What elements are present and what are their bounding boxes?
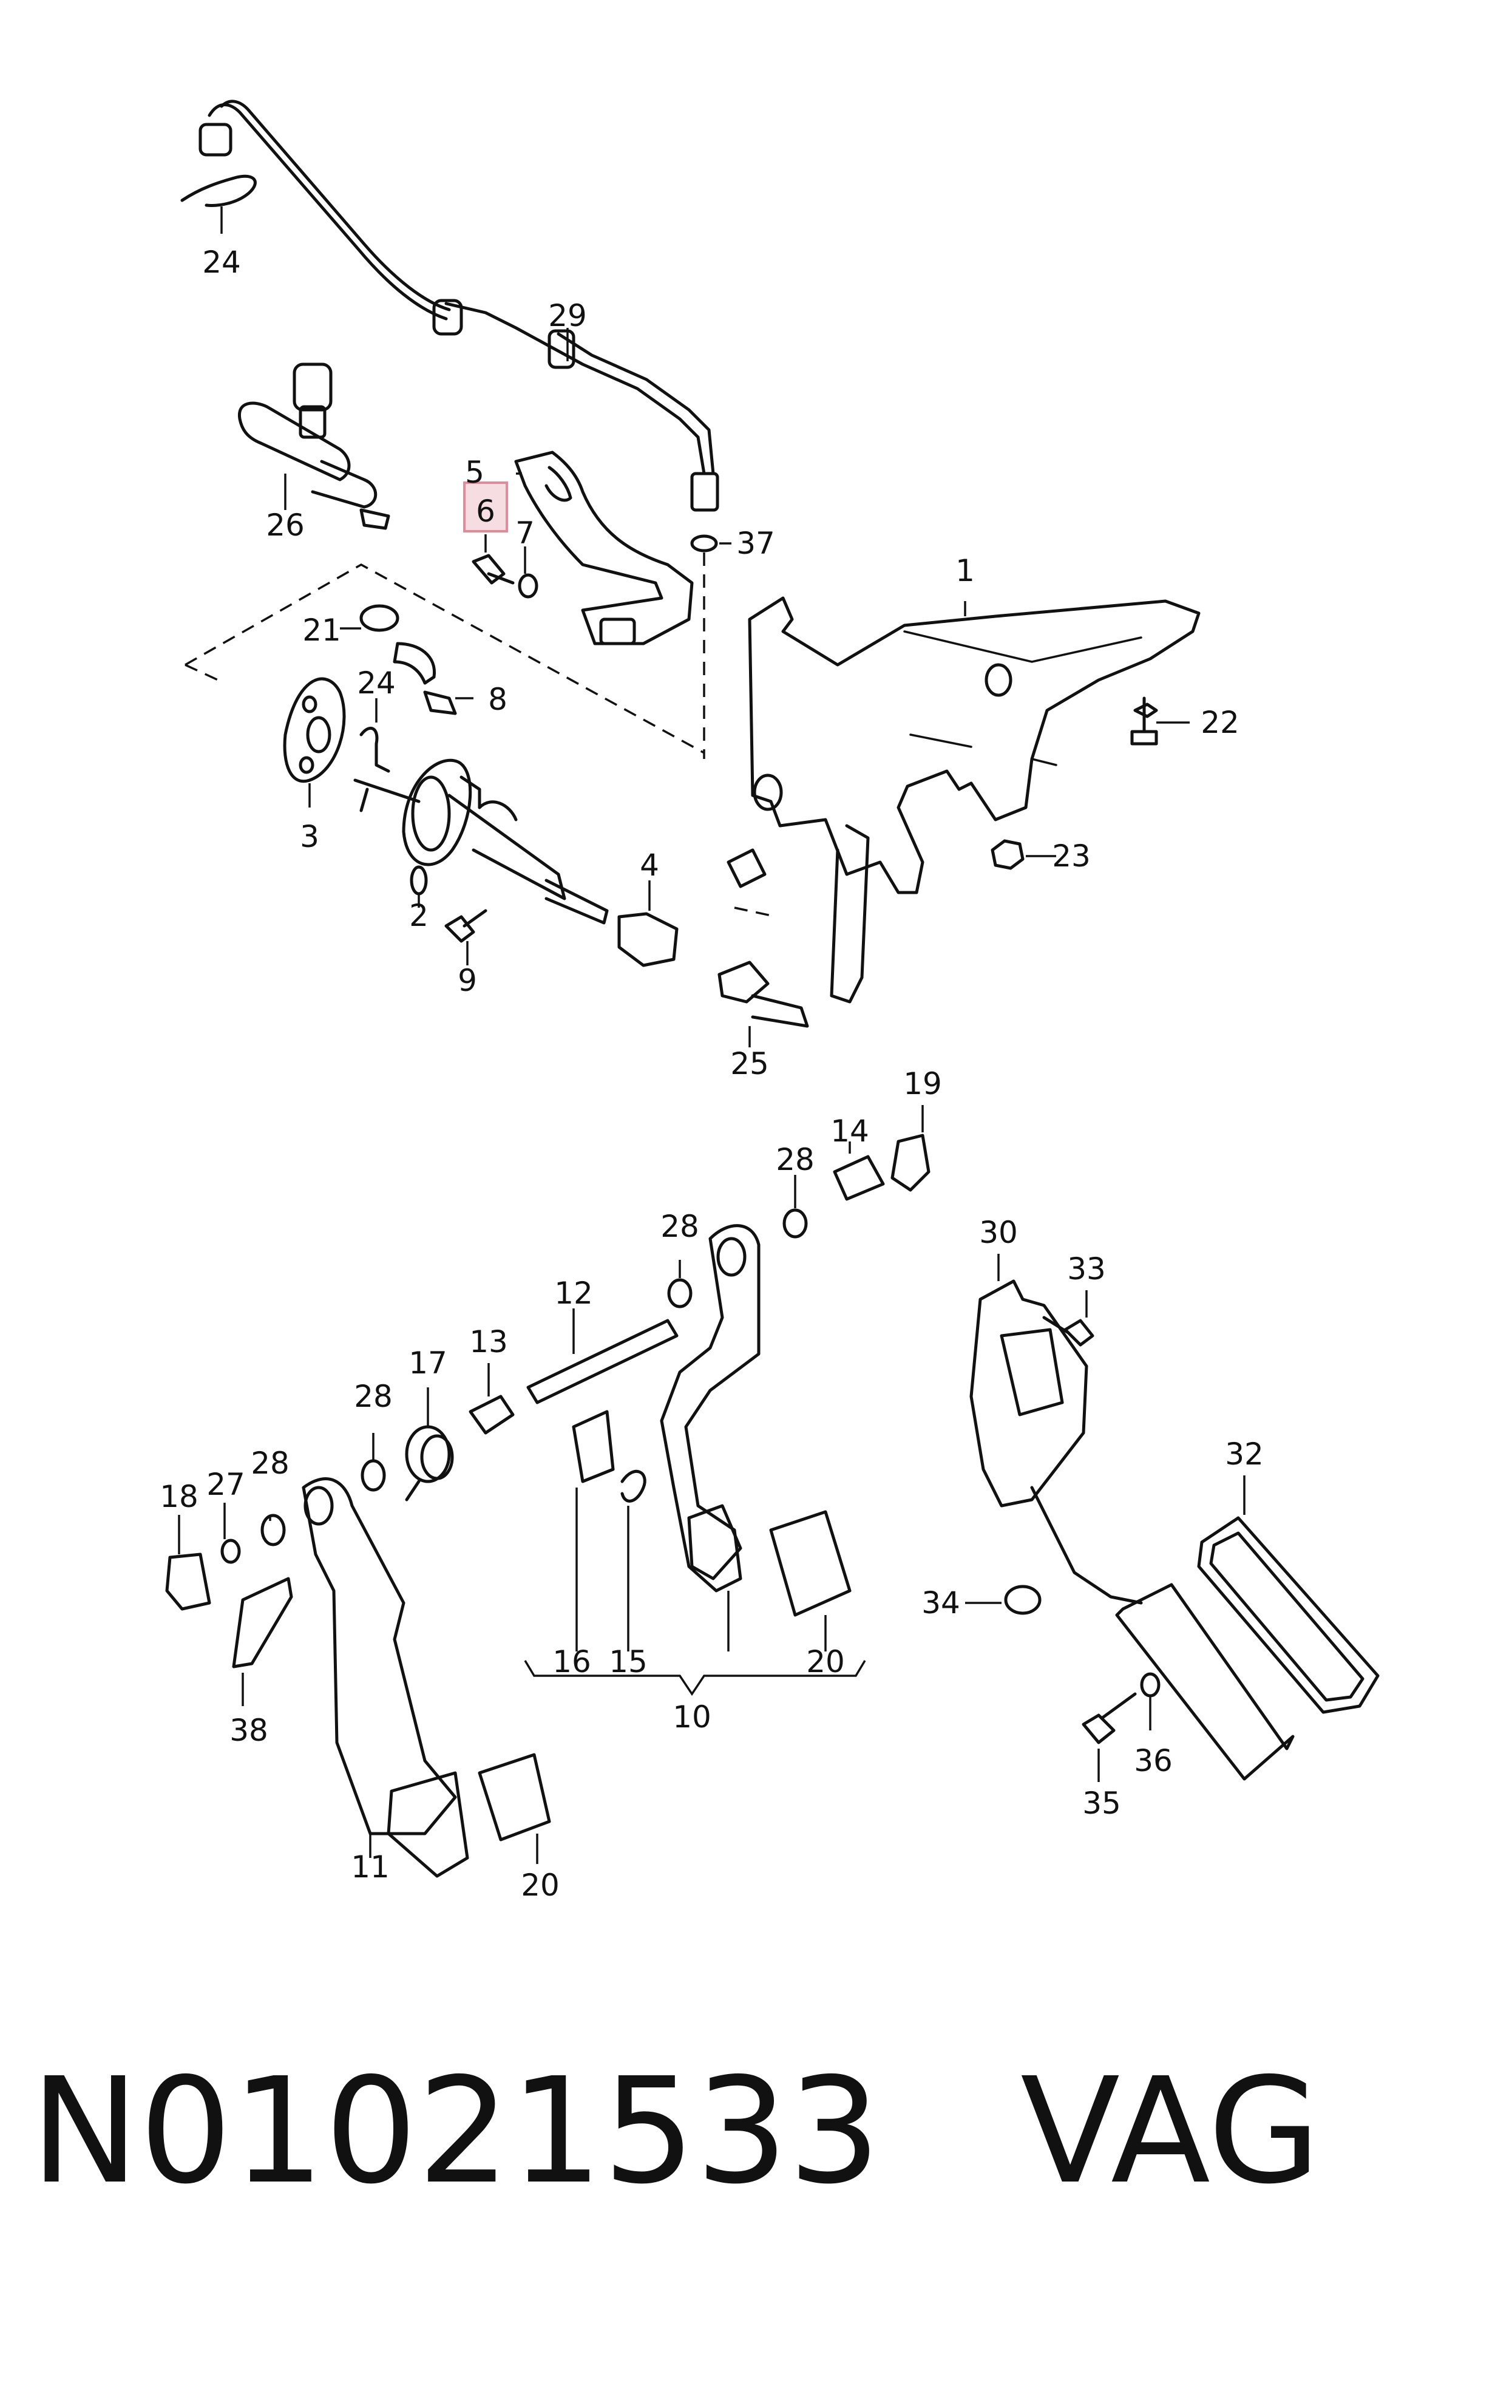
part-6-screw — [472, 534, 515, 585]
label-13: 13 — [469, 1324, 508, 1359]
label-3: 3 — [300, 819, 319, 854]
label-9: 9 — [458, 963, 477, 998]
group-outline — [185, 563, 705, 759]
part-11-clutch-pedal — [302, 1477, 469, 1878]
part-24-clip-mid — [353, 698, 421, 812]
label-30: 30 — [979, 1215, 1018, 1250]
label-28-a: 28 — [776, 1142, 815, 1177]
part-18-clip — [165, 1515, 211, 1611]
label-38: 38 — [229, 1713, 268, 1748]
part-4-clip — [617, 880, 679, 967]
part-35-bolt — [1082, 1692, 1137, 1782]
part-17-spring — [405, 1387, 454, 1502]
label-20-right: 20 — [806, 1644, 845, 1679]
part-14-bushing — [833, 1141, 885, 1201]
hydraulic-line — [198, 100, 719, 553]
part-5-bracket — [514, 451, 694, 645]
part-25-switch — [717, 961, 809, 1047]
part-20-pedal-pad-right — [769, 1510, 852, 1651]
part-23-nut — [991, 839, 1056, 870]
label-33: 33 — [1067, 1251, 1106, 1287]
label-7: 7 — [515, 515, 535, 551]
part-20-pedal-pad-left — [478, 1753, 551, 1864]
part-1-pedal-bracket — [727, 596, 1201, 1004]
part-21-clamp — [340, 604, 399, 632]
part-32-accelerator-pad — [1115, 1475, 1380, 1781]
part-27-ring — [220, 1503, 241, 1564]
label-26: 26 — [266, 508, 305, 543]
label-23: 23 — [1052, 838, 1091, 874]
label-22: 22 — [1201, 705, 1239, 740]
label-1: 1 — [955, 553, 975, 588]
label-29: 29 — [548, 298, 587, 333]
label-28-d: 28 — [251, 1446, 290, 1481]
footer-caption: N01021533 VAG — [30, 2046, 1487, 2228]
label-32: 32 — [1225, 1437, 1264, 1472]
part-36-washer — [1140, 1672, 1161, 1730]
label-17: 17 — [409, 1345, 447, 1381]
part-22-bolt — [1130, 696, 1190, 746]
label-4: 4 — [640, 848, 659, 883]
part-12-shaft — [526, 1308, 679, 1404]
label-25: 25 — [730, 1046, 769, 1081]
part-19-clip — [890, 1105, 931, 1192]
label-18: 18 — [160, 1479, 198, 1514]
part-38-spring — [232, 1577, 293, 1706]
part-3-gasket — [283, 677, 346, 808]
brand-name: VAG — [1020, 2046, 1321, 2216]
label-14: 14 — [830, 1114, 869, 1149]
part-26-t-fitting — [238, 362, 390, 530]
part-7-washer — [518, 546, 538, 599]
part-10-brake-pedal — [660, 1224, 761, 1651]
label-28-c: 28 — [354, 1379, 393, 1414]
part-24-clip-top — [180, 174, 257, 207]
label-20-left: 20 — [521, 1868, 560, 1903]
part-34-bumper — [965, 1585, 1042, 1615]
part-2-master-cylinder — [402, 758, 609, 925]
hose-segment — [393, 642, 436, 685]
part-28-washer-c — [361, 1433, 386, 1492]
label-37: 37 — [736, 526, 775, 561]
label-28-b: 28 — [660, 1209, 699, 1244]
label-12: 12 — [554, 1276, 593, 1311]
label-15: 15 — [609, 1644, 648, 1679]
label-2: 2 — [409, 898, 429, 933]
label-24-mid: 24 — [357, 665, 396, 701]
label-35: 35 — [1082, 1786, 1121, 1821]
label-8: 8 — [488, 682, 507, 717]
part-number: N01021533 — [30, 2046, 881, 2216]
part-28-washer-a — [782, 1175, 808, 1239]
part-9-bolt — [444, 909, 487, 965]
part-33-bolt — [1042, 1290, 1094, 1347]
label-19: 19 — [903, 1066, 942, 1101]
label-10: 10 — [673, 1699, 711, 1735]
label-11: 11 — [351, 1849, 390, 1885]
label-27: 27 — [206, 1467, 245, 1502]
highlighted-part-box — [463, 481, 508, 532]
part-13-bushing — [469, 1363, 515, 1435]
label-24-top: 24 — [202, 245, 241, 280]
part-15-clip — [620, 1469, 646, 1651]
label-16: 16 — [552, 1644, 591, 1679]
group-brace-10 — [524, 1660, 866, 1696]
label-34: 34 — [921, 1585, 960, 1621]
part-30-accelerator-module — [969, 1254, 1143, 1605]
label-6[interactable]: 6 — [476, 494, 495, 529]
part-8-clip — [423, 690, 473, 715]
part-16-clip — [572, 1410, 615, 1651]
part-28-washer-b — [667, 1260, 693, 1308]
label-36: 36 — [1134, 1743, 1173, 1778]
part-28-washer-d — [260, 1514, 286, 1546]
label-5: 5 — [465, 455, 484, 490]
label-21: 21 — [302, 613, 341, 648]
